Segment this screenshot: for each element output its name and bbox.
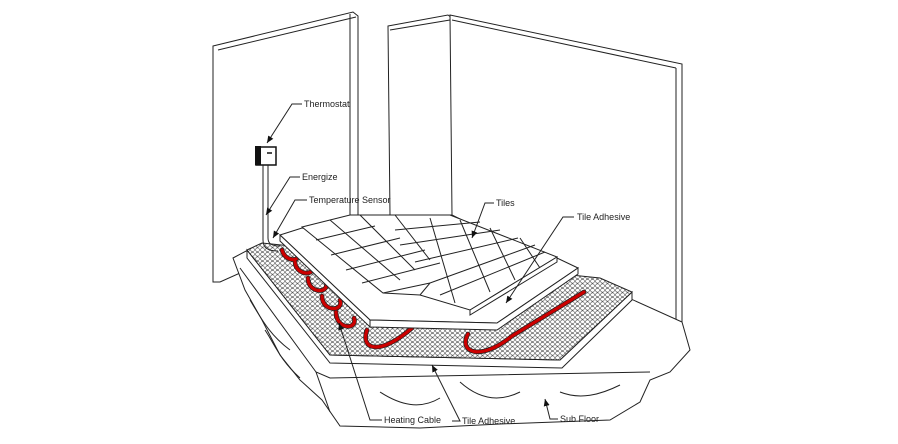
label-tiles: Tiles xyxy=(496,198,515,208)
heating-cable xyxy=(279,247,587,355)
label-temperature-sensor: Temperature Sensor xyxy=(309,195,391,205)
label-thermostat: Thermostat xyxy=(304,99,350,109)
leader-lines xyxy=(265,103,574,422)
label-heating-cable: Heating Cable xyxy=(384,415,441,425)
tiles xyxy=(300,214,559,316)
label-tile-adhesive-top: Tile Adhesive xyxy=(577,212,630,222)
thermostat-unit xyxy=(255,146,281,252)
label-energize: Energize xyxy=(302,172,338,182)
label-tile-adhesive-bottom: Tile Adhesive xyxy=(462,416,515,426)
middle-wall xyxy=(387,14,453,216)
walls xyxy=(212,11,683,341)
label-sub-floor: Sub Floor xyxy=(560,414,599,424)
